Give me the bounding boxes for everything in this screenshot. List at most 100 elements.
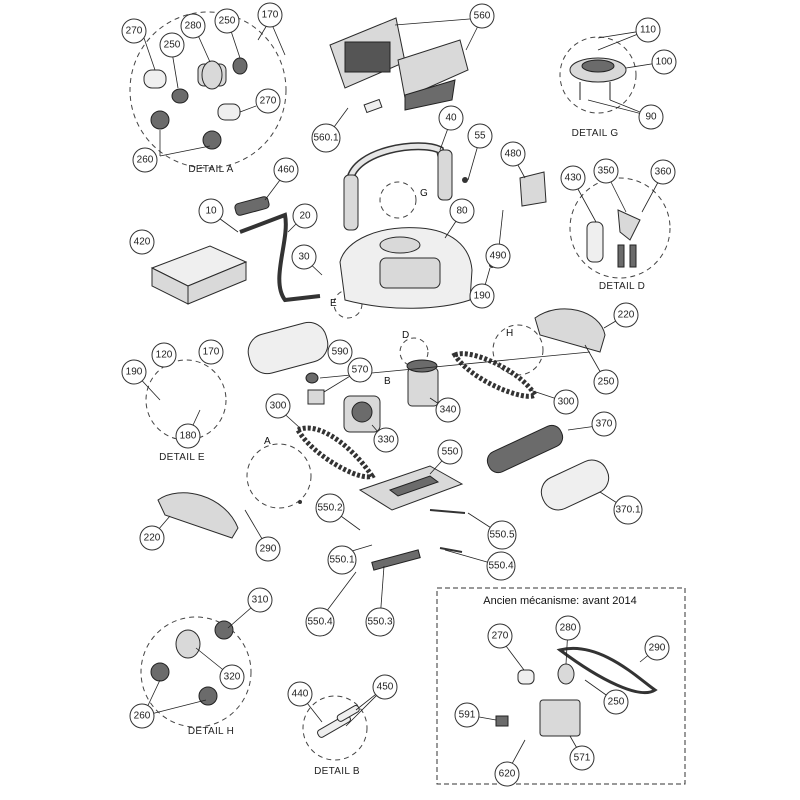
callout-250a1: 250 <box>214 8 240 34</box>
svg-text:571: 571 <box>574 753 591 764</box>
svg-text:440: 440 <box>292 689 309 700</box>
drive-motor-part <box>343 395 381 433</box>
cable-float-part <box>234 196 270 216</box>
detail-d-circle <box>569 177 671 279</box>
svg-text:30: 30 <box>298 252 310 263</box>
svg-text:250: 250 <box>598 377 615 388</box>
left-brush-part <box>247 321 329 375</box>
svg-text:450: 450 <box>377 682 394 693</box>
svg-text:190: 190 <box>126 367 143 378</box>
callout-440: 440 <box>287 681 313 707</box>
callout-370: 370 <box>591 411 617 437</box>
callout-220b: 220 <box>139 525 165 551</box>
bar-part <box>371 549 421 571</box>
callout-190: 190 <box>469 283 495 309</box>
side-plate-left <box>157 492 239 539</box>
svg-text:550.4: 550.4 <box>307 617 332 628</box>
part-570 <box>307 389 325 405</box>
callout-300b: 300 <box>265 393 291 419</box>
callouts: 270 280 250 170 250 270 260 560 560.1 11… <box>121 2 677 787</box>
callout-55: 55 <box>467 123 493 149</box>
callout-620: 620 <box>494 761 520 787</box>
callout-110: 110 <box>635 17 661 43</box>
svg-text:55: 55 <box>474 131 486 142</box>
svg-text:220: 220 <box>618 310 635 321</box>
part-590 <box>305 372 319 384</box>
callout-260a: 260 <box>132 147 158 173</box>
callout-250a2: 250 <box>159 32 185 58</box>
svg-text:260: 260 <box>134 711 151 722</box>
svg-text:570: 570 <box>352 365 369 376</box>
svg-text:10: 10 <box>205 206 217 217</box>
callout-310: 310 <box>247 587 273 613</box>
svg-text:300: 300 <box>558 397 575 408</box>
detail-a-parts <box>143 57 248 150</box>
svg-text:330: 330 <box>378 435 395 446</box>
callout-100: 100 <box>651 49 677 75</box>
svg-text:250: 250 <box>164 40 181 51</box>
callout-550-4a: 550.4 <box>486 551 516 581</box>
svg-text:340: 340 <box>440 405 457 416</box>
callout-300a: 300 <box>553 389 579 415</box>
svg-text:250: 250 <box>219 16 236 27</box>
detail-d-parts <box>586 209 641 268</box>
detail-b-parts <box>317 705 360 738</box>
detail-a-circle <box>129 11 287 169</box>
callout-450: 450 <box>372 674 398 700</box>
svg-text:550.4: 550.4 <box>488 561 513 572</box>
svg-text:80: 80 <box>456 206 468 217</box>
callout-340: 340 <box>435 397 461 423</box>
motor-cover-part <box>519 171 547 207</box>
track-right <box>451 351 539 399</box>
detail-g-circle <box>559 36 637 114</box>
marker-e: E <box>330 298 337 309</box>
callout-590: 590 <box>327 339 353 365</box>
old-mechanism-box <box>436 587 686 785</box>
svg-text:420: 420 <box>134 237 151 248</box>
callout-250c: 250 <box>603 689 629 715</box>
callout-560: 560 <box>469 3 495 29</box>
callout-280a: 280 <box>180 13 206 39</box>
callout-270b: 270 <box>487 623 513 649</box>
svg-text:430: 430 <box>565 173 582 184</box>
callout-120: 120 <box>151 342 177 368</box>
callout-570: 570 <box>347 357 373 383</box>
marker-d: D <box>402 330 409 341</box>
brush-roller-part <box>486 424 564 474</box>
callout-550-2: 550.2 <box>315 493 345 523</box>
detail-e-title: DETAIL E <box>159 452 205 463</box>
callout-190e: 190 <box>121 359 147 385</box>
marker-a: A <box>264 436 271 447</box>
callout-170e: 170 <box>198 339 224 365</box>
callout-370-1: 370.1 <box>613 495 643 525</box>
svg-text:180: 180 <box>180 431 197 442</box>
svg-text:290: 290 <box>649 643 666 654</box>
callout-40: 40 <box>438 105 464 131</box>
detail-a-ref-circle <box>246 443 312 509</box>
marker-g: G <box>420 188 428 199</box>
track-left <box>294 425 376 480</box>
old-mechanism-parts <box>495 646 658 737</box>
handle-cover-part <box>329 17 469 114</box>
callout-280b: 280 <box>555 615 581 641</box>
svg-text:370: 370 <box>596 419 613 430</box>
svg-text:110: 110 <box>640 25 656 36</box>
detail-e-circle <box>145 359 227 441</box>
callout-80: 80 <box>449 198 475 224</box>
svg-text:190: 190 <box>474 291 491 302</box>
detail-d-title: DETAIL D <box>599 281 645 292</box>
cable-part <box>239 212 321 303</box>
callout-20: 20 <box>292 203 318 229</box>
svg-text:100: 100 <box>656 57 673 68</box>
callout-350: 350 <box>593 158 619 184</box>
svg-text:260: 260 <box>137 155 154 166</box>
svg-text:270: 270 <box>260 96 277 107</box>
svg-text:290: 290 <box>260 544 277 555</box>
svg-text:280: 280 <box>560 623 577 634</box>
callout-260h: 260 <box>129 703 155 729</box>
svg-text:310: 310 <box>252 595 269 606</box>
svg-text:350: 350 <box>598 166 615 177</box>
callout-290a: 290 <box>255 536 281 562</box>
bottom-plate-part <box>358 465 464 511</box>
